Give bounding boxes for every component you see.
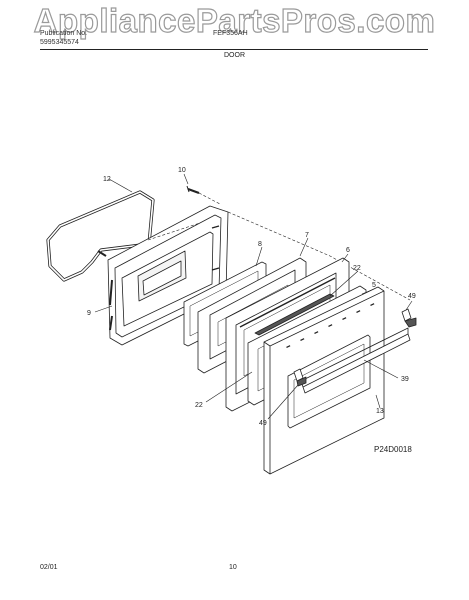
part-end-cap-left <box>293 368 307 387</box>
vent-slots <box>286 303 375 349</box>
footer-page-number: 10 <box>229 564 237 571</box>
header-rule <box>40 49 428 50</box>
footer-date: 02/01 <box>40 564 58 571</box>
drawing-code: P24D0018 <box>374 445 412 454</box>
watermark: AppliancePartsPros.com <box>33 1 436 39</box>
model-number: FEF356AH <box>213 30 248 37</box>
publication-label: Publication No. <box>40 30 88 37</box>
publication-number: 5995345574 <box>40 39 79 46</box>
callout-49-left: 49 <box>259 420 267 427</box>
part-end-cap-right <box>401 308 417 328</box>
part-gasket <box>46 190 155 282</box>
callout-5: 5 <box>372 282 376 289</box>
section-title: DOOR <box>224 52 245 59</box>
callout-13: 13 <box>376 408 384 415</box>
callout-39: 39 <box>401 376 409 383</box>
callout-labels: 12 10 8 7 6 22 5 49 9 22 49 39 13 P24D00… <box>87 167 416 454</box>
callout-22-lower: 22 <box>195 402 203 409</box>
callout-22-upper: 22 <box>353 265 361 272</box>
leader-lines <box>94 173 413 420</box>
callout-8: 8 <box>258 241 262 248</box>
callout-49-right: 49 <box>408 293 416 300</box>
callout-9: 9 <box>87 310 91 317</box>
callout-10: 10 <box>178 167 186 174</box>
callout-12: 12 <box>103 176 111 183</box>
callout-6: 6 <box>346 247 350 254</box>
callout-7: 7 <box>305 232 309 239</box>
part-screw <box>186 185 200 195</box>
part-bracket-upper <box>254 293 335 336</box>
